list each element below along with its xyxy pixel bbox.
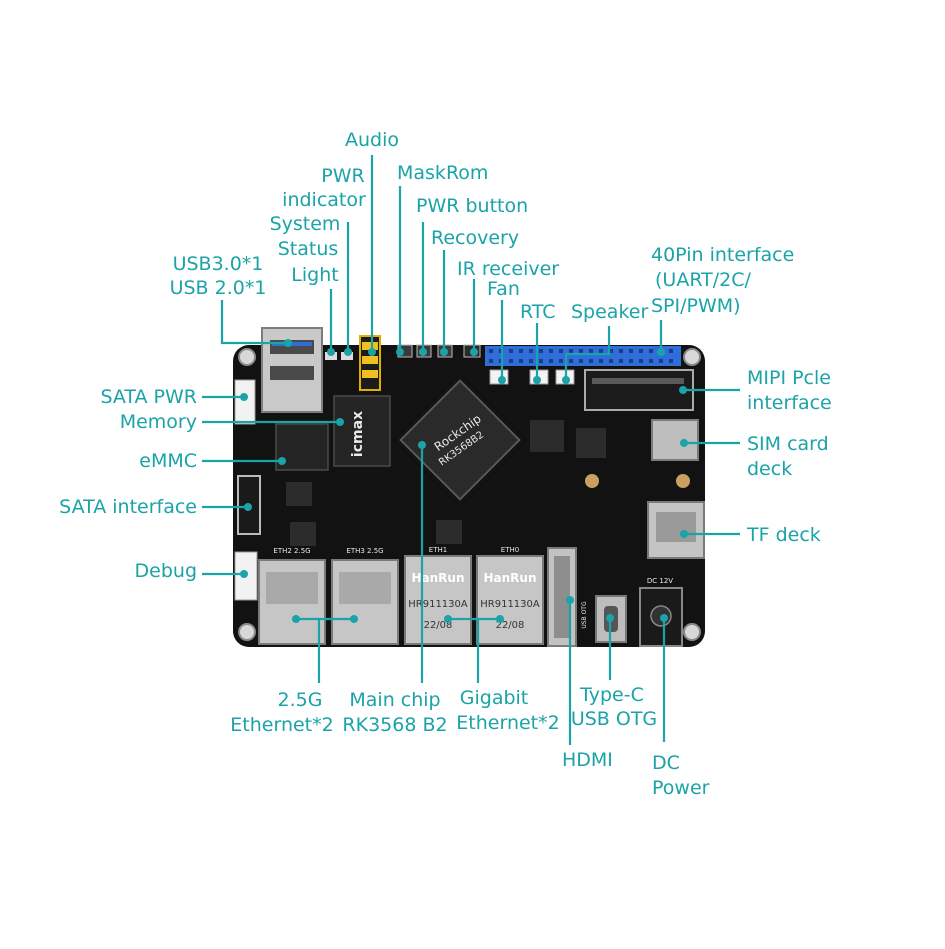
sata-power-connector xyxy=(234,379,256,425)
label-usb-1: USB3.0*1 xyxy=(172,253,264,275)
label-gigabit-2: Ethernet*2 xyxy=(456,712,560,734)
label-eth25-1: 2.5G xyxy=(277,689,323,711)
label-recovery: Recovery xyxy=(431,227,520,249)
label-mipi-1: MIPI Pcle xyxy=(747,367,831,389)
label-hdmi: HDMI xyxy=(562,749,613,771)
label-sim-1: SIM card xyxy=(747,433,829,455)
capacitor xyxy=(676,474,690,488)
label-gpio-2: (UART/2C/ xyxy=(655,269,751,291)
m2-slot xyxy=(584,369,694,411)
emmc-chip xyxy=(275,423,329,471)
label-system-status-3: Light xyxy=(291,264,339,286)
ic xyxy=(530,420,564,452)
label-sata-interface: SATA interface xyxy=(59,496,197,518)
label-tf: TF deck xyxy=(747,524,821,546)
label-debug: Debug xyxy=(134,560,197,582)
ic xyxy=(576,428,606,458)
pwr-led xyxy=(341,352,353,360)
label-sata-pwr: SATA PWR xyxy=(100,386,197,408)
label-main-chip-2: RK3568 B2 xyxy=(342,714,448,736)
ic xyxy=(286,482,312,506)
ic xyxy=(436,520,462,544)
label-emmc: eMMC xyxy=(139,450,197,472)
main-soc xyxy=(399,379,521,501)
label-gigabit-1: Gigabit xyxy=(459,687,529,709)
leader-lines xyxy=(202,155,740,745)
sim-socket xyxy=(651,419,699,461)
label-pwr-button: PWR button xyxy=(416,195,529,217)
phy-part-1: HR911130A xyxy=(408,599,468,610)
leader-speaker xyxy=(564,326,611,380)
label-pwr-indicator-1: PWR xyxy=(321,165,365,187)
label-main-chip-1: Main chip xyxy=(349,689,441,711)
eth1-silk: ETH1 xyxy=(429,546,447,554)
eth2-silk: ETH2 2.5G xyxy=(273,547,310,555)
memory-chip xyxy=(333,395,391,467)
label-dc-2: Power xyxy=(652,777,710,799)
label-audio: Audio xyxy=(344,129,399,151)
capacitor xyxy=(585,474,599,488)
phy-date-2: 22/08 xyxy=(496,620,525,631)
leader-usb xyxy=(220,300,288,345)
otg-silk: USB OTG xyxy=(581,601,588,629)
phy-brand-2: HanRun xyxy=(483,571,536,585)
label-gpio-3: SPI/PWM) xyxy=(651,295,741,317)
label-rtc: RTC xyxy=(520,301,556,323)
phy-brand-1: HanRun xyxy=(411,571,464,585)
label-pwr-indicator-2: indicator xyxy=(282,189,366,211)
label-speaker: Speaker xyxy=(571,301,649,323)
leader-dots xyxy=(240,339,688,623)
label-system-status-2: Status xyxy=(277,238,339,260)
label-memory: Memory xyxy=(119,411,197,433)
mounting-hole xyxy=(683,623,701,641)
mounting-hole xyxy=(238,348,256,366)
label-maskrom: MaskRom xyxy=(397,162,489,184)
label-dc-1: DC xyxy=(652,752,680,774)
label-mipi-2: interface xyxy=(747,392,832,414)
label-ir: IR receiver xyxy=(457,258,560,280)
eth-jack-gigabit xyxy=(404,555,472,645)
label-type-c-2: USB OTG xyxy=(570,708,658,730)
mounting-hole xyxy=(683,348,701,366)
mounting-hole xyxy=(238,623,256,641)
memory-brand: icmax xyxy=(350,411,366,457)
label-eth25-2: Ethernet*2 xyxy=(230,714,334,736)
label-system-status-1: System xyxy=(269,213,341,235)
label-gpio-1: 40Pin interface xyxy=(651,244,795,266)
label-sim-2: deck xyxy=(747,458,793,480)
phy-date-1: 22/08 xyxy=(424,620,453,631)
dc-silk: DC 12V xyxy=(647,577,673,585)
eth0-silk: ETH0 xyxy=(501,546,519,554)
label-type-c-1: Type-C xyxy=(580,684,644,706)
label-fan: Fan xyxy=(487,278,520,300)
eth-jack-gigabit xyxy=(476,555,544,645)
eth3-silk: ETH3 2.5G xyxy=(346,547,383,555)
ic xyxy=(290,522,316,546)
label-usb-2: USB 2.0*1 xyxy=(169,277,267,299)
phy-part-2: HR911130A xyxy=(480,599,540,610)
